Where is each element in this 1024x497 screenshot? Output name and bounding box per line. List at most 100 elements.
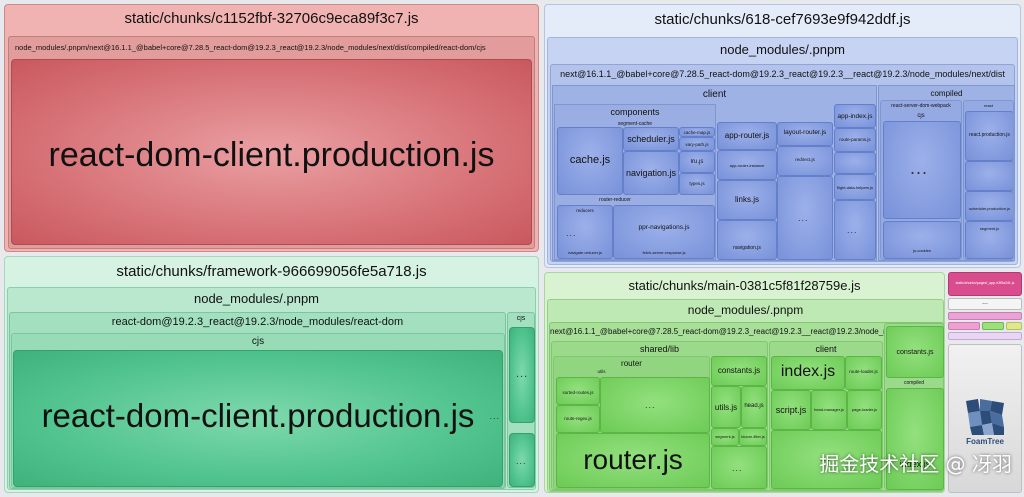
module-bloom-filter[interactable]: bloom-filter.js: [739, 428, 767, 446]
module-side-a[interactable]: ...: [509, 327, 535, 423]
module-head[interactable]: head.js: [741, 386, 767, 428]
chunk-small-5[interactable]: [1006, 322, 1022, 330]
module-constants-2[interactable]: constants.js: [886, 326, 944, 378]
module-misc-client[interactable]: ...: [777, 176, 833, 260]
chunk-title: static/chunks/main-0381c5f81f28759e.js: [628, 278, 861, 293]
components-group[interactable]: components segment-cache cache.js schedu…: [554, 104, 716, 260]
module-cache[interactable]: cache.js: [557, 127, 623, 195]
chunk-618[interactable]: static/chunks/618-cef7693e9f942ddf.js no…: [544, 4, 1021, 268]
module-react-misc[interactable]: [965, 161, 1013, 191]
module-types[interactable]: types.js: [679, 173, 715, 195]
pnpm-group[interactable]: node_modules/.pnpm next@16.1.1_@babel+co…: [547, 37, 1018, 265]
module-index[interactable]: index.js: [771, 356, 845, 390]
module-react-dom-client[interactable]: react-dom-client.production.js: [11, 59, 532, 245]
chunk-title: static/chunks/c1152fbf-32706c9eca89f3c7.…: [124, 10, 419, 27]
module-layout-router[interactable]: layout-router.js: [777, 122, 833, 146]
module-shared-misc[interactable]: ...: [711, 446, 767, 489]
chunk-small-2[interactable]: [948, 312, 1022, 320]
foamtree-brand-label: FoamTree: [966, 437, 1004, 446]
chunk-path-group[interactable]: node_modules/.pnpm/next@16.1.1_@babel+co…: [8, 36, 535, 249]
module-react-dom-client[interactable]: react-dom-client.production.js ...: [13, 350, 503, 487]
shared-lib-group[interactable]: shared/lib router utils sorted-routes.js…: [551, 341, 768, 490]
module-js-cookies[interactable]: js-cookies: [883, 221, 961, 259]
chunk-title: static/chunks/framework-966699056fe5a718…: [116, 263, 427, 280]
react-dom-group[interactable]: react-dom@19.2.3_react@19.2.3/node_modul…: [9, 312, 506, 489]
module-scheduler-production[interactable]: scheduler.production.js: [965, 191, 1013, 221]
module-cache-map[interactable]: cache-map.js: [679, 127, 715, 137]
module-head-manager[interactable]: head-manager.js: [811, 390, 847, 430]
module-navigation[interactable]: navigation.js: [623, 151, 679, 195]
module-constants[interactable]: constants.js: [711, 356, 767, 386]
chunk-main[interactable]: static/chunks/main-0381c5f81f28759e.js n…: [544, 272, 945, 493]
router-group[interactable]: router utils sorted-routes.js route-rege…: [553, 356, 710, 489]
pnpm-group[interactable]: node_modules/.pnpm react-dom@19.2.3_reac…: [7, 287, 536, 490]
module-scheduler[interactable]: scheduler.js: [623, 127, 679, 151]
group-label: compiled: [930, 89, 963, 98]
module-vary-path[interactable]: vary-path.js: [679, 137, 715, 151]
module-script[interactable]: script.js: [771, 390, 811, 430]
module-ppr-navigations[interactable]: ppr-navigations.js fetch-server-response…: [613, 205, 715, 259]
router-reducer-label: router-reducer: [599, 197, 631, 203]
segment-cache-label: segment-cache: [617, 121, 653, 127]
module-segment[interactable]: segment.js: [965, 221, 1013, 259]
module-flight-data-helpers[interactable]: flight-data-helpers.js: [834, 174, 876, 200]
module-router-utils[interactable]: ...: [600, 377, 710, 433]
module-lru[interactable]: lru.js: [679, 151, 715, 173]
chunk-small-3[interactable]: [948, 322, 980, 330]
chunk-small-app[interactable]: static/chunks/pages/_app-e3f5a2d1.js: [948, 272, 1022, 296]
group-label: cjs: [251, 336, 265, 347]
chunk-small-4[interactable]: [982, 322, 1004, 330]
group-label: react-dom@19.2.3_react@19.2.3/node_modul…: [111, 316, 404, 328]
foamtree-logo-icon: [966, 399, 1004, 435]
module-redirect[interactable]: redirect.js: [777, 146, 833, 176]
client-group[interactable]: client components segment-cache cache.js…: [552, 85, 877, 261]
foamtree-logo-panel: FoamTree: [948, 344, 1022, 493]
module-side-b[interactable]: ...: [509, 433, 535, 487]
chunk-c1152[interactable]: static/chunks/c1152fbf-32706c9eca89f3c7.…: [4, 4, 539, 252]
misc-group[interactable]: constants.js compiled index.js: [884, 323, 944, 490]
module-label: react-dom-client.production.js: [48, 136, 495, 174]
react-group[interactable]: react react.production.js scheduler.prod…: [963, 100, 1014, 260]
next-dist-group[interactable]: next@16.1.1_@babel+core@7.28.5_react-dom…: [550, 64, 1015, 262]
module-app-router[interactable]: app-router.js: [717, 122, 777, 150]
chunk-framework[interactable]: static/chunks/framework-966699056fe5a718…: [4, 256, 539, 493]
group-label: node_modules/.pnpm: [719, 42, 846, 57]
module-misc-3[interactable]: ...: [834, 200, 876, 260]
module-app-index[interactable]: app-index.js: [834, 104, 876, 128]
chunk-small-1[interactable]: ...: [948, 298, 1022, 310]
client-group[interactable]: client index.js route-loader.js script.j…: [769, 341, 883, 490]
reducers-group[interactable]: reducers ... navigate-reducer.js: [557, 205, 613, 259]
module-index-2[interactable]: index.js: [886, 388, 944, 490]
module-utils[interactable]: utils.js: [711, 386, 741, 428]
chunk-small-6[interactable]: [948, 332, 1022, 340]
group-label: node_modules/.pnpm: [193, 291, 320, 306]
group-label: node_modules/.pnpm: [687, 303, 804, 317]
group-label: next@16.1.1_@babel+core@7.28.5_react-dom…: [560, 69, 1005, 79]
module-label: react-dom-client.production.js: [41, 397, 475, 434]
module-client-misc[interactable]: ...: [771, 430, 882, 489]
next-dist-group[interactable]: next@16.1.1_@babel+core@7.28.5_react-dom…: [549, 322, 944, 491]
module-navigation-2[interactable]: navigation.js: [717, 220, 777, 260]
module-route-regex[interactable]: route-regex.js: [556, 405, 600, 433]
group-label: components: [610, 107, 660, 117]
module-router[interactable]: router.js: [556, 433, 710, 488]
module-links[interactable]: links.js: [717, 180, 777, 220]
module-segment[interactable]: segment.js: [711, 428, 739, 446]
module-misc-2[interactable]: [834, 152, 876, 174]
module-route-params[interactable]: route-params.js: [834, 128, 876, 152]
cjs-group[interactable]: cjs react-dom-client.production.js ...: [11, 333, 505, 488]
watermark-text: 掘金技术社区 @ 冴羽: [819, 452, 1012, 476]
pnpm-group[interactable]: node_modules/.pnpm next@16.1.1_@babel+co…: [547, 299, 944, 492]
module-sorted-routes[interactable]: sorted-routes.js: [556, 377, 600, 405]
chunk-title: static/chunks/618-cef7693e9f942ddf.js: [654, 11, 911, 28]
chunk-path-label: node_modules/.pnpm/next@16.1.1_@babel+co…: [15, 43, 486, 52]
module-page-loader[interactable]: page-loader.js: [847, 390, 882, 430]
group-label: next@16.1.1_@babel+core@7.28.5_react-dom…: [550, 327, 943, 336]
side-group[interactable]: cjs ... ...: [507, 312, 535, 488]
module-react-server-dom[interactable]: ...: [883, 121, 961, 219]
module-react-production[interactable]: react.production.js: [965, 111, 1013, 161]
module-route-loader[interactable]: route-loader.js: [845, 356, 882, 390]
module-app-router-instance[interactable]: app-router-instance: [717, 150, 777, 180]
react-server-dom-webpack-group[interactable]: react-server-dom-webpack cjs ... js-cook…: [880, 100, 962, 260]
compiled-group[interactable]: compiled react-server-dom-webpack cjs ..…: [878, 85, 1015, 261]
